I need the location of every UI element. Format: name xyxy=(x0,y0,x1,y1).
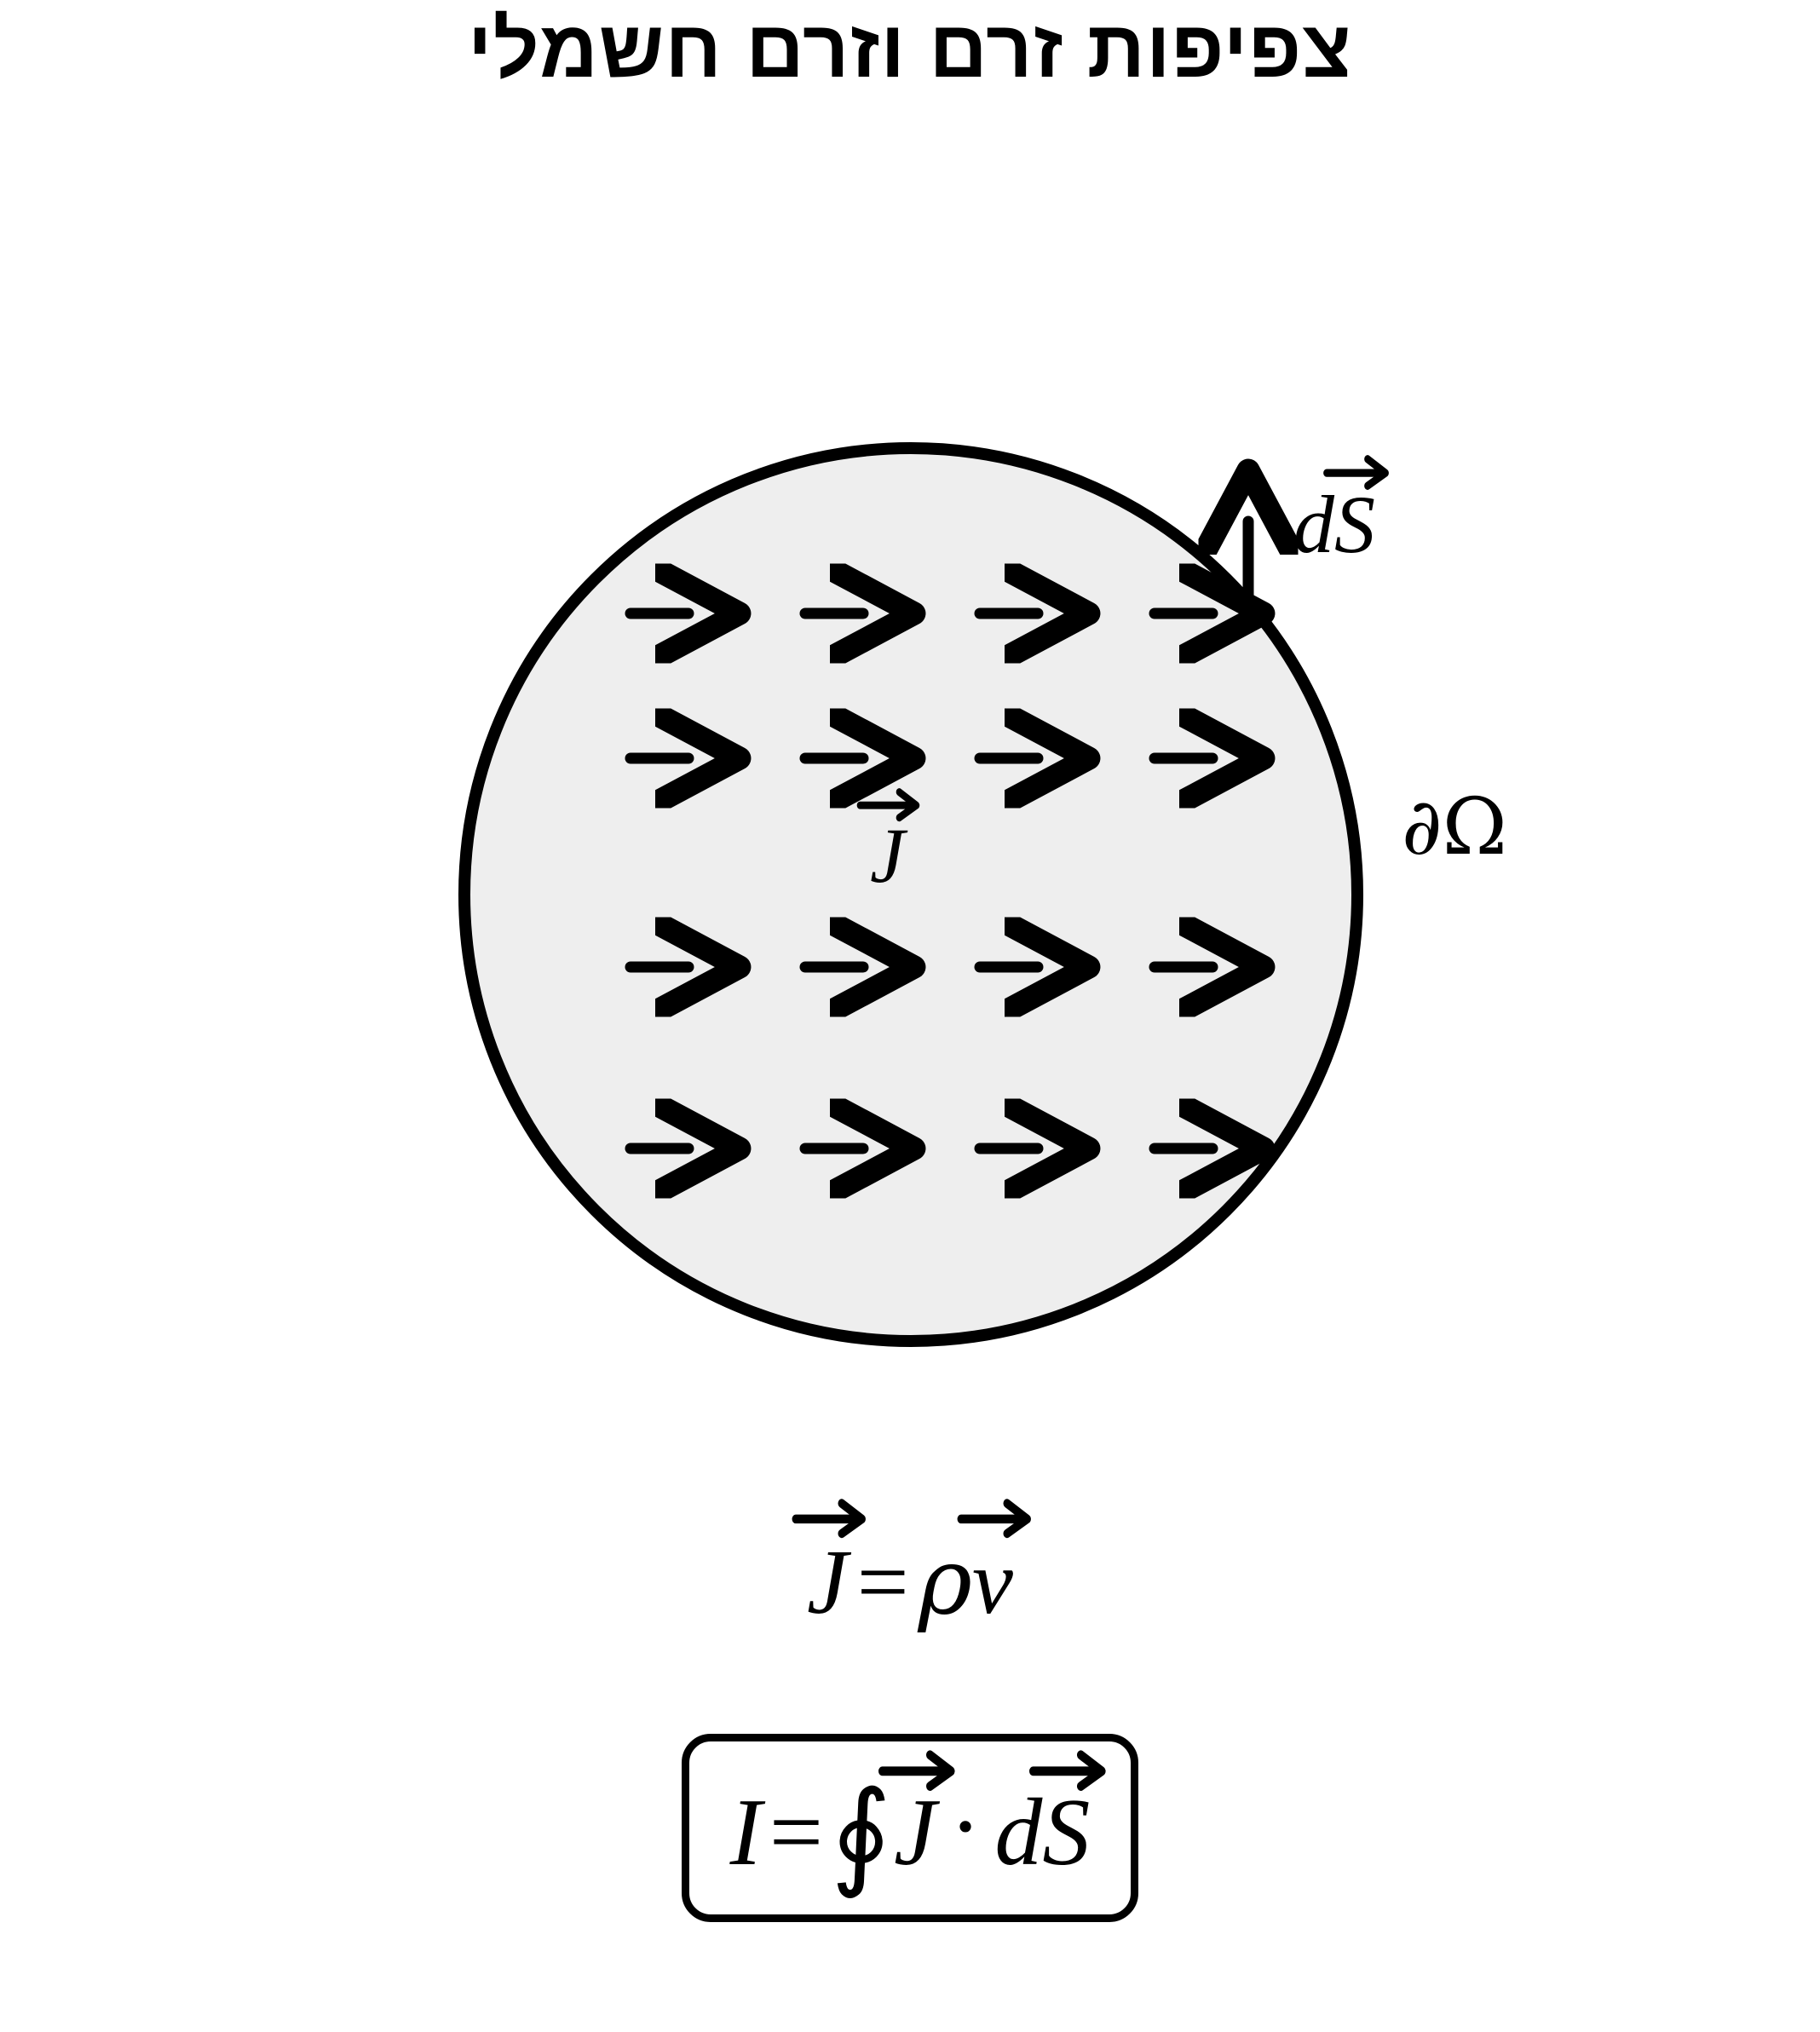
region-omega-circle xyxy=(458,442,1363,1347)
eq-j-letter: J xyxy=(807,1532,848,1634)
eq-d-letter: d xyxy=(994,1780,1043,1885)
dot-product-symbol: · xyxy=(949,1774,982,1880)
partial-symbol: ∂ xyxy=(1402,781,1443,872)
current-density-label: J xyxy=(857,788,920,895)
page-title: צפיפות זרם וזרם חשמלי xyxy=(467,4,1353,95)
boundary-label: ∂Ω xyxy=(1402,788,1507,866)
eq-j-letter: J xyxy=(893,1780,936,1885)
equals-sign: = xyxy=(769,1780,824,1885)
rho-symbol: ρ xyxy=(918,1528,973,1636)
eq-s-letter: S xyxy=(1042,1780,1091,1885)
ds-s-letter: S xyxy=(1334,478,1375,570)
eq-i-letter: I xyxy=(729,1780,762,1885)
equals-sign: = xyxy=(856,1532,909,1634)
current-density-arrow-grid xyxy=(625,613,1212,1148)
contour-integral-symbol: ∮ xyxy=(831,1765,892,1902)
eq-v-letter: v xyxy=(972,1532,1013,1634)
vector-arrow-icon xyxy=(1029,1749,1106,1791)
ds-d-letter: d xyxy=(1293,478,1334,570)
j-letter: J xyxy=(870,811,905,899)
omega-symbol: Ω xyxy=(1442,781,1507,872)
